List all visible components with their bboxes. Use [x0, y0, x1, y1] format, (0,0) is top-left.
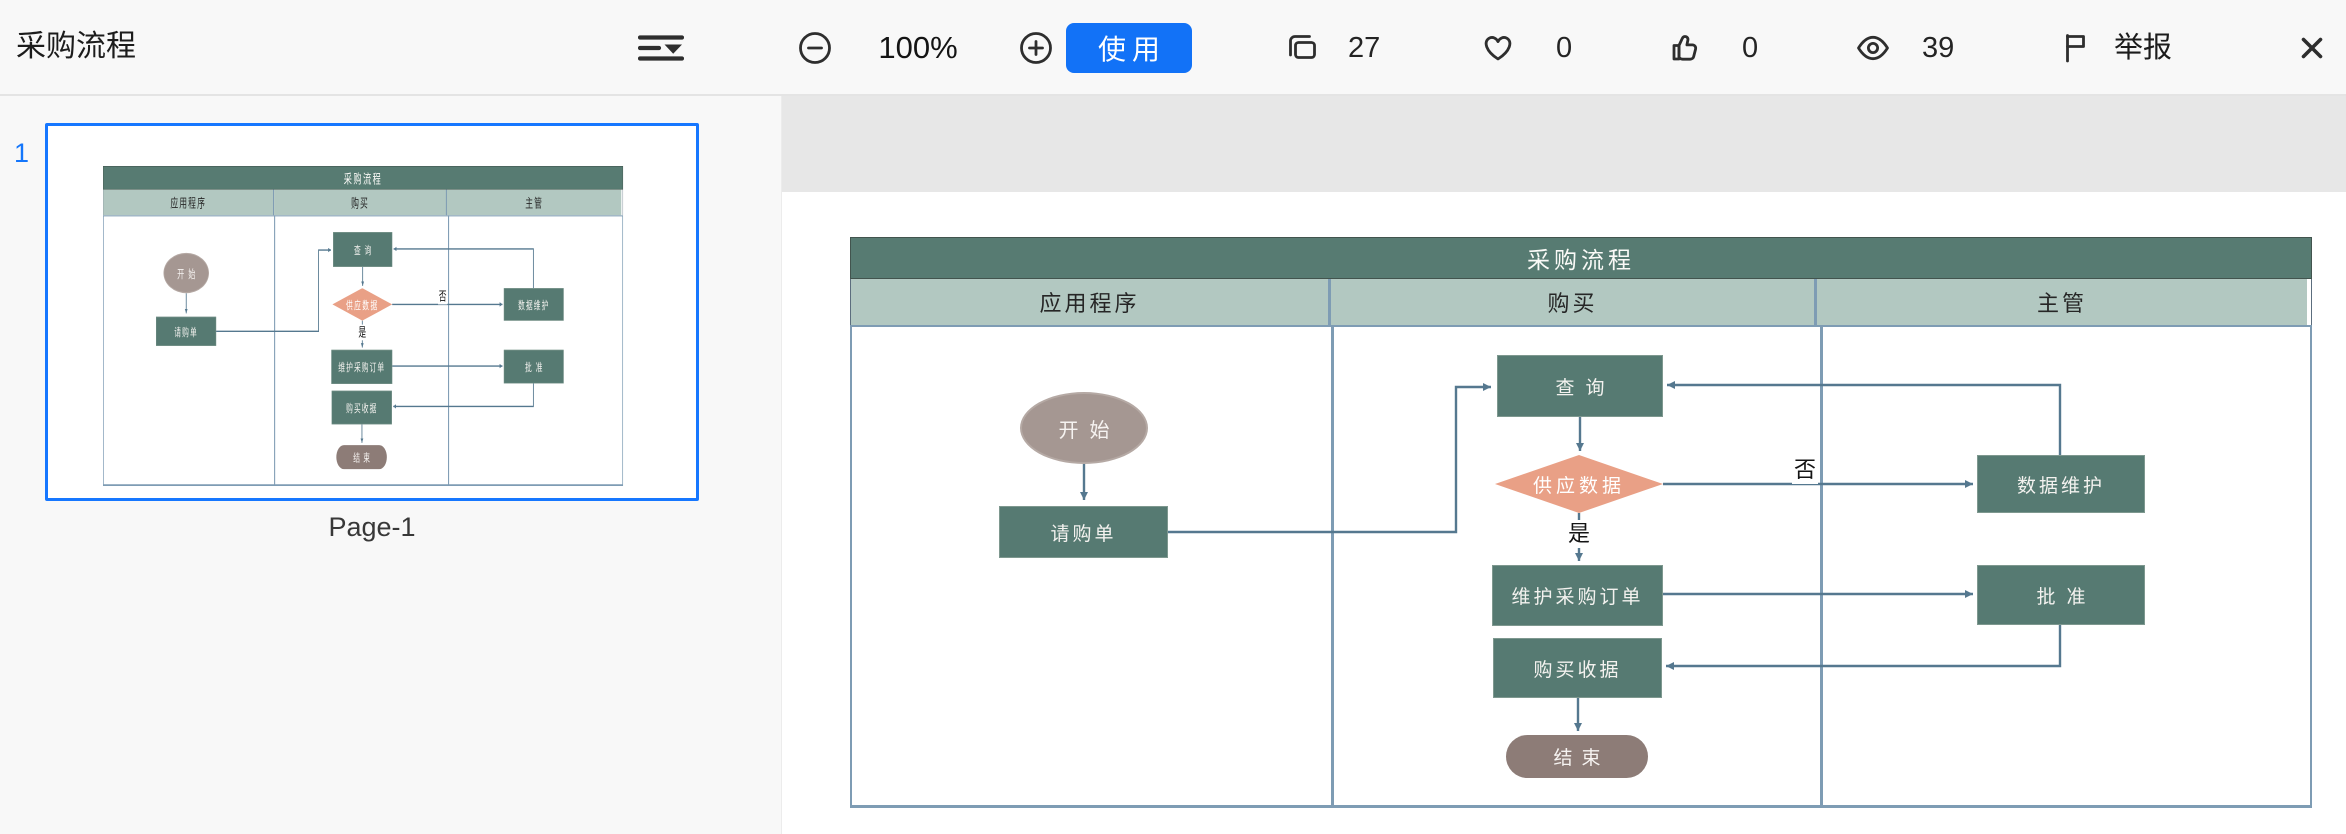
- page-number: 1: [14, 138, 30, 168]
- edge-label-yes: 是: [357, 324, 367, 341]
- node-approve: 批准: [1977, 565, 2145, 625]
- report-button[interactable]: 举报: [2114, 32, 2173, 64]
- clone-count: 27: [1348, 32, 1381, 64]
- node-query: 查询: [1497, 355, 1663, 417]
- lane-divider-1: [1331, 325, 1334, 808]
- lane-divider-2: [448, 215, 450, 486]
- outline-menu-icon[interactable]: [638, 34, 684, 62]
- edge-label-no: 否: [1792, 456, 1819, 484]
- views-icon: [1853, 28, 1893, 68]
- connector-lines: [1080, 381, 2062, 731]
- thumb-count: 0: [1742, 32, 1759, 64]
- node-query: 查询: [333, 232, 393, 267]
- lane-header-row: 应用程序 购买 主管: [850, 279, 2312, 325]
- node-requisition: 请购单: [155, 316, 217, 346]
- edge-approve-to-receipt: [1666, 625, 2062, 670]
- node-requisition: 请购单: [999, 506, 1168, 558]
- lane-header-purchase: 购买: [274, 189, 447, 216]
- document-title: 采购流程: [16, 30, 136, 63]
- edge-label-yes: 是: [1566, 520, 1593, 548]
- edge-requisition-to-query: [1168, 383, 1491, 534]
- edge-data-maintenance-to-query: [393, 246, 534, 289]
- edge-approve-to-receipt: [393, 383, 534, 409]
- clone-count-icon: [1282, 28, 1322, 68]
- lane-header-purchase: 购买: [1331, 279, 1817, 325]
- diagram-body: 开始 请购单 查询 供应数据 维护采购订单 购买收据 结束 数据维护 批准 否 …: [103, 215, 624, 486]
- use-button[interactable]: 使用: [1066, 23, 1192, 73]
- canvas-viewport[interactable]: 采购流程 应用程序 购买 主管: [782, 96, 2346, 834]
- page-thumbnail[interactable]: 采购流程 应用程序 购买 主管: [45, 123, 699, 501]
- flowchart-diagram: 采购流程 应用程序 购买 主管: [850, 237, 2312, 808]
- node-maintain-po: 维护采购订单: [1492, 565, 1663, 626]
- thumbs-up-icon[interactable]: [1666, 28, 1706, 68]
- page-label: Page-1: [328, 512, 416, 542]
- close-icon[interactable]: [2292, 28, 2332, 68]
- report-flag-icon[interactable]: [2056, 28, 2096, 68]
- edge-requisition-to-query: [216, 247, 332, 332]
- node-start: 开始: [1020, 392, 1148, 464]
- canvas-page: 采购流程 应用程序 购买 主管: [782, 192, 2346, 834]
- edge-data-maintenance-to-query: [1667, 381, 2062, 455]
- node-data-maintenance: 数据维护: [1977, 455, 2145, 513]
- pool-title: 采购流程: [103, 166, 624, 190]
- lane-divider-1: [274, 215, 276, 486]
- node-data-maintenance: 数据维护: [503, 288, 564, 321]
- lane-header-supervisor: 主管: [446, 189, 622, 216]
- view-count: 39: [1922, 32, 1955, 64]
- zoom-level: 100%: [878, 30, 958, 65]
- node-approve: 批准: [503, 349, 564, 384]
- lane-header-application: 应用程序: [851, 279, 1331, 325]
- node-end: 结束: [1506, 735, 1648, 778]
- pages-sidebar: 1 采购流程 应用程序 购买 主管: [0, 96, 782, 834]
- connector-lines: [184, 246, 534, 443]
- node-start: 开始: [163, 252, 209, 294]
- lane-header-row: 应用程序 购买 主管: [103, 189, 624, 216]
- topbar: 采购流程 100% 使用 27 0 0 39 举报: [0, 0, 2346, 96]
- lane-header-supervisor: 主管: [1817, 279, 2307, 325]
- pool-title: 采购流程: [850, 237, 2312, 279]
- diagram-body: 开始 请购单 查询 供应数据 维护采购订单 购买收据 结束 数据维护 批准 否 …: [850, 325, 2312, 808]
- flowchart-diagram: 采购流程 应用程序 购买 主管: [103, 166, 624, 486]
- lane-header-application: 应用程序: [103, 189, 275, 216]
- node-end: 结束: [336, 445, 387, 470]
- heart-icon[interactable]: [1478, 28, 1518, 68]
- node-purchase-receipt: 购买收据: [1493, 638, 1662, 698]
- node-maintain-po: 维护采购订单: [331, 349, 393, 384]
- node-purchase-receipt: 购买收据: [331, 390, 392, 425]
- like-count: 0: [1556, 32, 1573, 64]
- zoom-in-button[interactable]: [1016, 28, 1056, 68]
- zoom-out-button[interactable]: [795, 28, 835, 68]
- edge-label-no: 否: [438, 288, 448, 305]
- lane-divider-2: [1820, 325, 1823, 808]
